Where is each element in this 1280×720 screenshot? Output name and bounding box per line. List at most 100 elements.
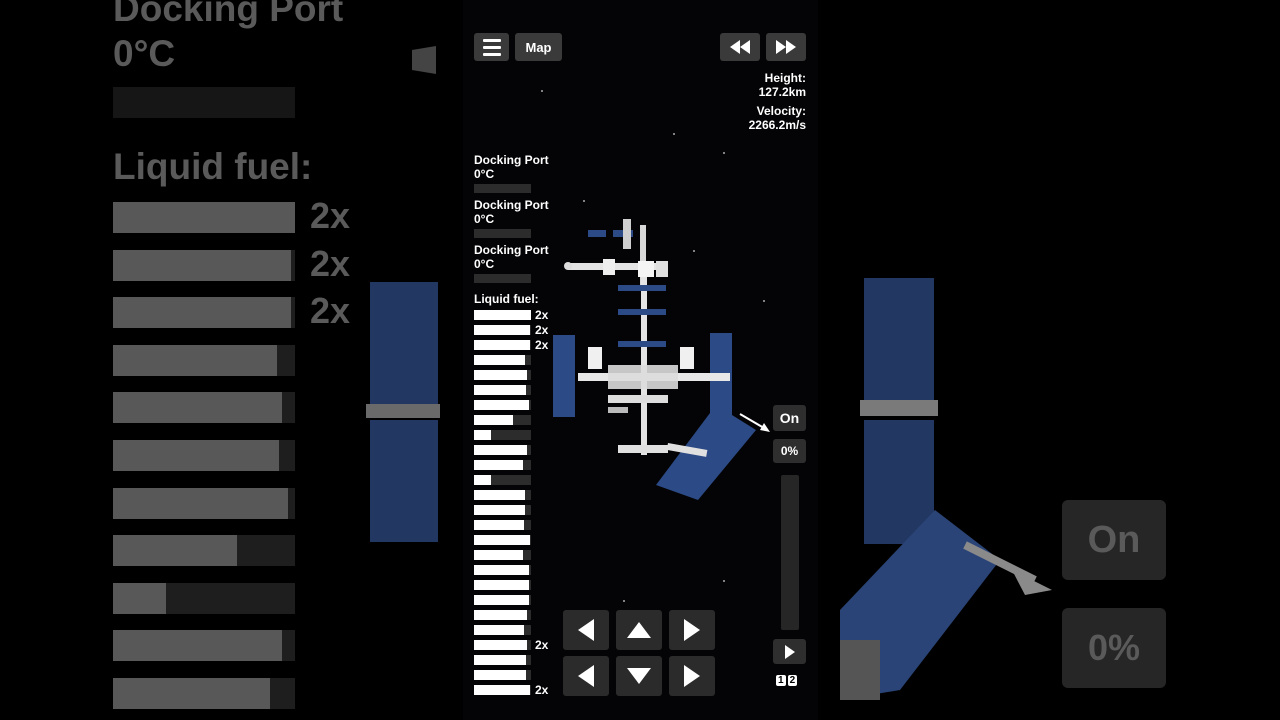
blurred-fuel-bar [113,440,279,471]
blurred-right-background: On 0% [840,0,1280,720]
arrow-left-icon [578,665,594,687]
fuel-bar [474,535,530,545]
blurred-fuel-label: Liquid fuel: [113,146,313,187]
throttle-percent-display: 0% [773,439,806,463]
fuel-bar [474,640,527,650]
fuel-multiplier: 2x [535,638,549,652]
fuel-bar [474,595,529,605]
temperature-bar [474,184,531,193]
part-title: Docking Port [474,243,549,257]
arrow-right-icon [684,665,700,687]
fuel-multiplier: 2x [535,323,549,337]
fuel-bar [474,385,526,395]
fuel-bar [474,580,529,590]
fast-forward-icon [776,40,796,54]
part-title: Docking Port [474,153,549,167]
blurred-part-temperature: 0°C [113,33,176,74]
star [693,250,695,252]
menu-icon [482,37,501,58]
stage-button[interactable] [773,639,806,664]
stage-switch[interactable]: 1 2 [776,675,798,686]
blurred-fuel-bar [113,487,288,519]
fuel-bar [474,475,491,485]
throttle-slider[interactable] [781,475,799,630]
blurred-fuel-bar [113,344,277,376]
move-down-button[interactable] [616,656,662,696]
fuel-bar [474,325,530,335]
star [673,133,675,135]
blurred-station-right [840,278,1052,700]
velocity-value: 2266.2m/s [748,118,806,132]
fuel-bar [474,505,525,515]
fuel-multiplier: 2x [535,683,549,697]
blurred-fuel-bar [113,392,282,424]
rotate-right-button[interactable] [669,610,715,650]
fuel-bar [474,670,526,680]
rewind-icon [730,40,750,54]
star [723,152,725,154]
blurred-fuel-bar [113,202,295,233]
fuel-bar [474,655,526,665]
fuel-bar [474,340,530,350]
blurred-fuel-bar [113,535,237,567]
space-station[interactable] [548,215,818,505]
move-left-button[interactable] [563,656,609,696]
velocity-label: Velocity: [756,104,806,118]
rotate-right-icon [684,619,700,641]
fuel-bar [474,520,524,530]
fuel-bar [474,565,529,575]
fuel-multiplier: 2x [535,338,549,352]
star [623,600,625,602]
game-view[interactable]: Map Height: 127.2km Velocity: 2266.2m/s … [463,0,818,720]
fuel-bar [474,625,524,635]
blurred-engine-toggle: On [1062,500,1166,580]
fuel-bar [474,550,523,560]
blurred-fuel-bar [113,582,166,614]
fuel-label: Liquid fuel: [474,292,539,306]
stage-1-label[interactable]: 1 [776,675,786,686]
rotate-left-button[interactable] [563,610,609,650]
blurred-multiplier: 2x [310,195,351,236]
engine-toggle-button[interactable]: On [773,405,806,431]
fuel-bar [474,430,491,440]
fuel-bar [474,445,527,455]
fuel-bar [474,460,523,470]
fuel-bar [474,400,529,410]
fuel-bar-track [474,475,531,485]
map-button[interactable]: Map [515,33,562,61]
fuel-bar [474,355,525,365]
arrow-up-icon [627,622,651,638]
menu-button[interactable] [474,33,509,61]
time-warp-slower-button[interactable] [720,33,760,61]
direction-arrow-icon [739,413,770,432]
blurred-fuel-bar [113,678,270,709]
blurred-left-background: Docking Port 0°C Liquid fuel: 2x 2x 2x [0,0,440,720]
star [763,300,765,302]
temperature-bar [474,229,531,238]
move-up-button[interactable] [616,610,662,650]
stage-2-label[interactable]: 2 [787,675,798,686]
fuel-bar [474,490,525,500]
fuel-multiplier: 2x [535,308,549,322]
blurred-multiplier: 2x [310,290,351,331]
blurred-part-title: Docking Port [113,0,344,29]
part-temperature: 0°C [474,167,495,181]
blurred-fuel-bar [113,249,291,281]
fuel-bar [474,310,531,320]
fuel-bar-track [474,430,531,440]
height-value: 127.2km [758,85,806,99]
temperature-bar [474,274,531,283]
blurred-throttle-percent: 0% [1062,608,1166,688]
blurred-temp-bar [113,87,295,118]
play-icon [784,644,795,659]
move-right-button[interactable] [669,656,715,696]
part-temperature: 0°C [474,257,495,271]
time-warp-faster-button[interactable] [766,33,806,61]
blurred-fuel-bar [113,630,282,662]
star [541,90,543,92]
fuel-bar [474,370,527,380]
fuel-bar [474,685,530,695]
fuel-bar [474,610,527,620]
arrow-down-icon [627,668,651,684]
blurred-fuel-bar [113,297,291,329]
